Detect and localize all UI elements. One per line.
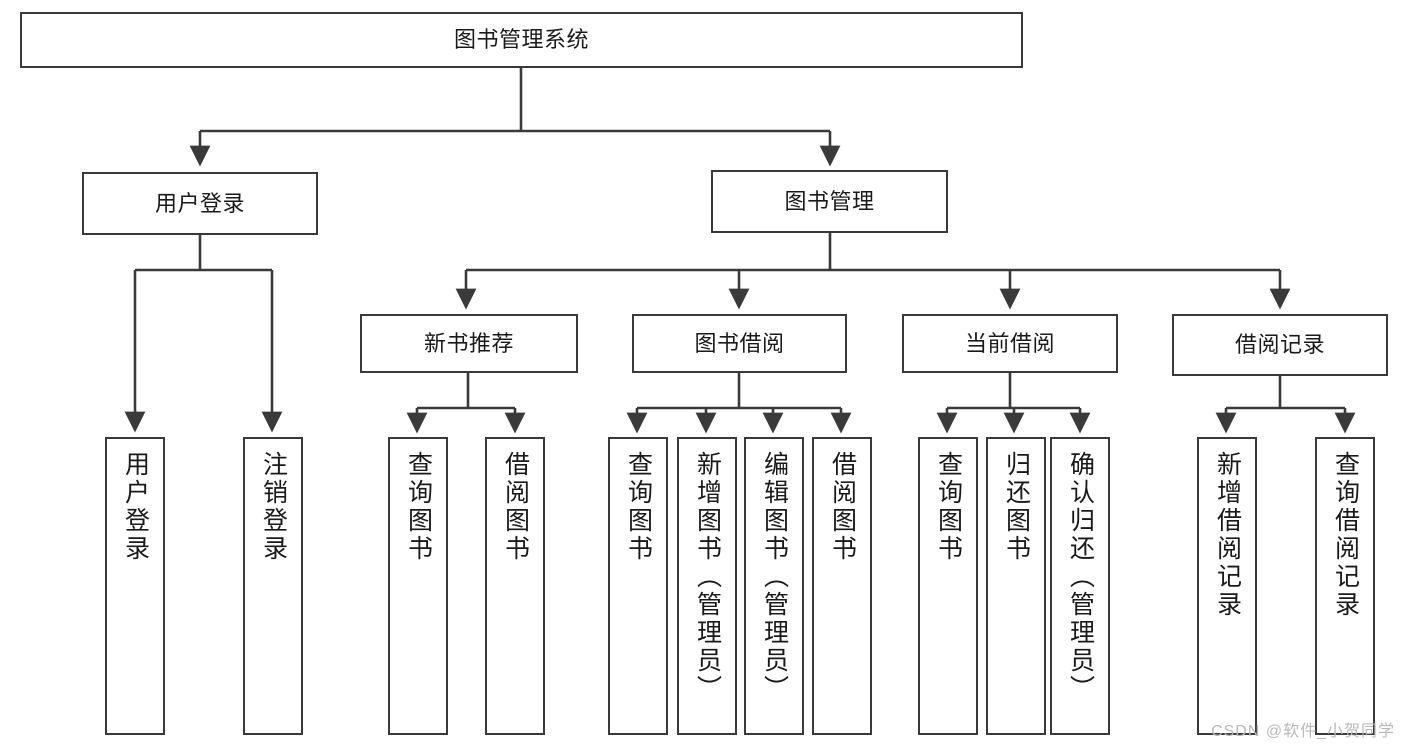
leaf-add-borrow-record-label: 新增借阅记录 [1213, 451, 1242, 619]
node-book-borrow-label: 图书借阅 [694, 330, 785, 356]
leaf-user-login-label: 用户登录 [121, 451, 150, 563]
leaf-query-book-recommend[interactable]: 查询图书 [388, 437, 448, 735]
node-root[interactable]: 图书管理系统 [20, 12, 1023, 68]
leaf-user-login[interactable]: 用户登录 [105, 437, 165, 735]
leaf-query-book-borrow-label: 查询图书 [624, 451, 653, 563]
leaf-borrow-book-recommend-label: 借阅图书 [501, 451, 530, 563]
node-book-manage-label: 图书管理 [784, 188, 875, 214]
leaf-query-book-current-label: 查询图书 [934, 451, 963, 563]
node-current-borrow-label: 当前借阅 [964, 330, 1055, 356]
leaf-query-book-borrow[interactable]: 查询图书 [608, 437, 668, 735]
leaf-borrow-book[interactable]: 借阅图书 [812, 437, 872, 735]
node-book-manage[interactable]: 图书管理 [711, 170, 948, 233]
leaf-edit-book-admin[interactable]: 编辑图书（管理员） [744, 437, 804, 735]
node-user-login-label: 用户登录 [154, 190, 245, 216]
leaf-query-borrow-record-label: 查询借阅记录 [1331, 451, 1360, 619]
node-root-label: 图书管理系统 [453, 27, 589, 53]
node-user-login[interactable]: 用户登录 [82, 172, 318, 235]
leaf-logout[interactable]: 注销登录 [243, 437, 303, 735]
leaf-add-book-admin[interactable]: 新增图书（管理员） [677, 437, 737, 735]
leaf-edit-book-admin-label: 编辑图书（管理员） [760, 451, 789, 703]
leaf-add-book-admin-label: 新增图书（管理员） [693, 451, 722, 703]
node-new-book-recommend[interactable]: 新书推荐 [360, 314, 578, 373]
leaf-query-book-current[interactable]: 查询图书 [918, 437, 978, 735]
leaf-add-borrow-record[interactable]: 新增借阅记录 [1197, 437, 1257, 735]
node-current-borrow[interactable]: 当前借阅 [902, 314, 1118, 373]
node-new-book-recommend-label: 新书推荐 [423, 330, 514, 356]
node-book-borrow[interactable]: 图书借阅 [632, 314, 847, 373]
leaf-borrow-book-recommend[interactable]: 借阅图书 [485, 437, 545, 735]
leaf-logout-label: 注销登录 [259, 451, 288, 563]
leaf-confirm-return-admin-label: 确认归还（管理员） [1066, 451, 1095, 703]
node-borrow-record-label: 借阅记录 [1234, 332, 1325, 358]
leaf-borrow-book-label: 借阅图书 [828, 451, 857, 563]
node-borrow-record[interactable]: 借阅记录 [1172, 314, 1388, 376]
leaf-return-book[interactable]: 归还图书 [986, 437, 1046, 735]
leaf-confirm-return-admin[interactable]: 确认归还（管理员） [1050, 437, 1110, 735]
leaf-query-book-recommend-label: 查询图书 [404, 451, 433, 563]
leaf-return-book-label: 归还图书 [1002, 451, 1031, 563]
leaf-query-borrow-record[interactable]: 查询借阅记录 [1315, 437, 1375, 735]
